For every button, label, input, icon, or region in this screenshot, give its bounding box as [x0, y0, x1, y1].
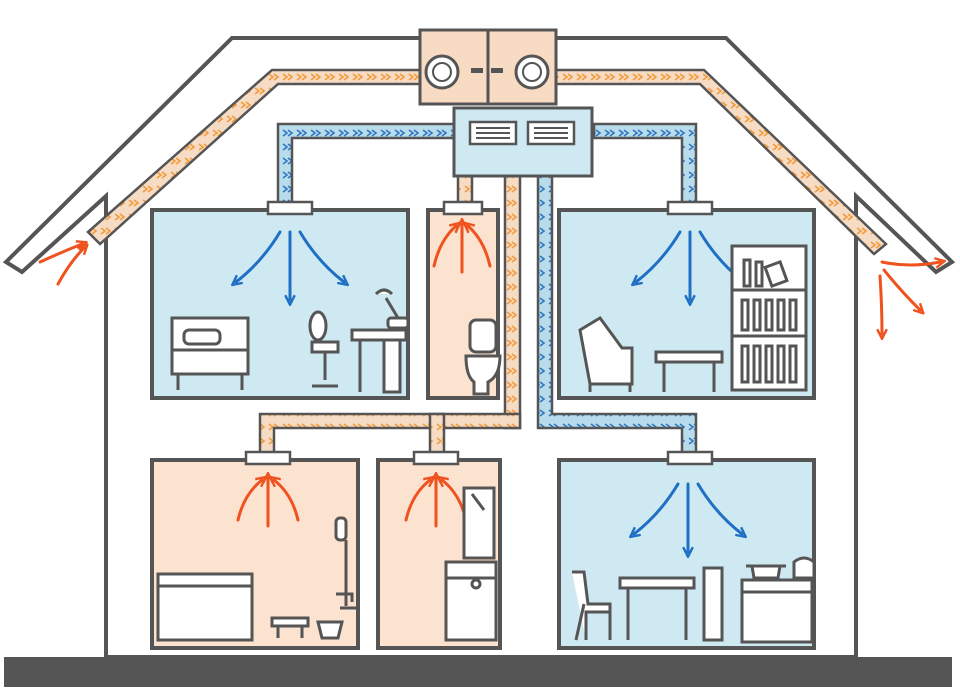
ceiling-vents [244, 200, 714, 466]
bath-stool-icon [270, 616, 310, 638]
bookshelf-icon [730, 244, 808, 392]
desk-icon [350, 328, 408, 394]
side-table-icon [654, 350, 724, 392]
bed-icon [170, 316, 250, 390]
vanity-icon [444, 560, 498, 642]
exhaust-airflow-arrows [38, 224, 940, 528]
ground [4, 657, 952, 687]
heat-exchange-fan-unit [418, 28, 558, 106]
supply-distribution-unit [452, 106, 594, 178]
cooktop-icon [740, 578, 814, 644]
shower-icon [334, 516, 356, 610]
supply-airflow-arrows [236, 230, 744, 552]
desk-chair-icon [308, 310, 340, 388]
armchair-icon [578, 316, 634, 392]
dining-table-icon [618, 576, 696, 640]
dining-chair-icon [572, 570, 612, 641]
toilet-icon [464, 318, 502, 396]
refrigerator-icon [702, 566, 724, 642]
pot-icon [746, 564, 786, 580]
desk-lamp-icon [374, 288, 410, 330]
basin-icon [316, 620, 344, 640]
kettle-icon [792, 556, 816, 580]
mirror-icon [462, 486, 496, 560]
bathtub-icon [156, 572, 254, 642]
